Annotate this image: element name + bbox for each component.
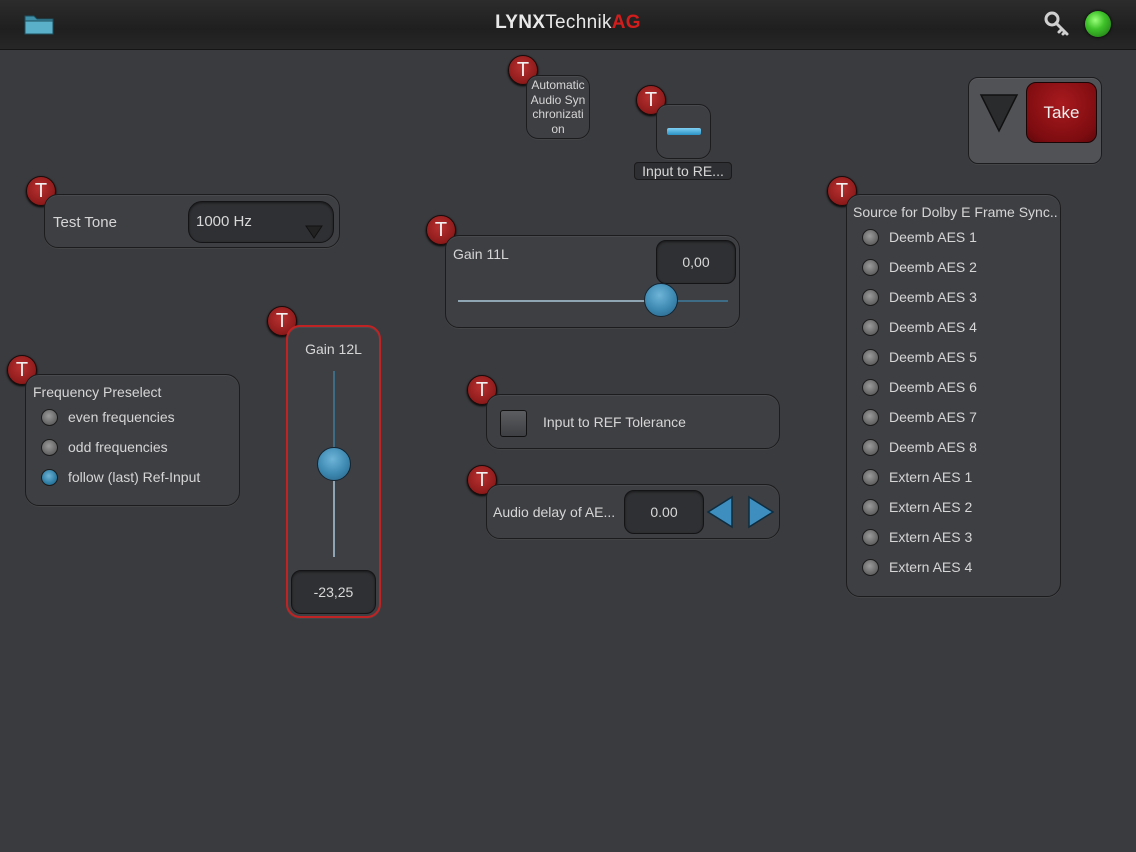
radio-button[interactable] [862,229,879,246]
gain-11l-value[interactable]: 0,00 [656,240,736,284]
radio-button[interactable] [41,469,58,486]
gain-12l-label: Gain 12L [305,341,362,357]
dolby-sync-label: Source for Dolby E Frame Sync... [853,204,1058,220]
radio-button[interactable] [862,469,879,486]
dolby-sync-panel: Source for Dolby E Frame Sync... Deemb A… [846,194,1061,597]
auto-sync-label: Automatic Audio Synchronization [530,78,586,136]
key-icon[interactable] [1044,11,1070,37]
gain-11l-slider-knob[interactable] [644,283,678,317]
decrement-arrow-icon[interactable] [706,495,734,534]
dolby-sync-option-label: Deemb AES 2 [889,259,977,275]
lynx-logo: LYNXTechnikAG [495,12,641,33]
ref-tolerance-checkbox[interactable] [500,410,527,437]
dolby-sync-option-label: Extern AES 4 [889,559,973,575]
radio-button[interactable] [862,529,879,546]
input-ref-label: Input to RE... [634,162,732,180]
take-panel: Take [968,77,1102,164]
radio-button[interactable] [862,259,879,276]
radio-button[interactable] [862,559,879,576]
dolby-sync-option-label: Deemb AES 3 [889,289,977,305]
test-tone-panel: Test Tone 1000 Hz [44,194,340,248]
test-tone-label: Test Tone [53,214,117,231]
folder-icon[interactable] [24,13,54,35]
radio-button[interactable] [41,439,58,456]
dolby-sync-option-label: Deemb AES 4 [889,319,977,335]
radio-button[interactable] [862,289,879,306]
gain-12l-slider-knob[interactable] [317,447,351,481]
frequency-option-label: follow (last) Ref-Input [68,469,201,485]
dolby-sync-option-label: Deemb AES 5 [889,349,977,365]
gain-11l-label: Gain 11L [453,246,509,262]
frequency-preselect-label: Frequency Preselect [33,384,162,400]
increment-arrow-icon[interactable] [747,495,775,534]
test-badge-icon[interactable]: T [508,55,538,85]
radio-button[interactable] [862,409,879,426]
gain-11l-slider-track[interactable] [458,283,728,317]
top-bar [0,0,1136,50]
dolby-sync-option-label: Extern AES 1 [889,469,973,485]
test-tone-value: 1000 Hz [196,213,252,230]
status-led-icon [1085,11,1111,37]
dolby-sync-option-label: Deemb AES 1 [889,229,977,245]
audio-delay-value[interactable]: 0.00 [624,490,704,534]
take-dropdown-icon[interactable] [979,92,1019,139]
radio-button[interactable] [862,349,879,366]
dolby-sync-option-label: Deemb AES 7 [889,409,977,425]
radio-button[interactable] [862,379,879,396]
dolby-sync-option-label: Deemb AES 6 [889,379,977,395]
gain-12l-panel: Gain 12L -23,25 [286,325,381,618]
gain-12l-slider-track[interactable] [317,371,351,557]
radio-button[interactable] [862,499,879,516]
dolby-sync-option-label: Extern AES 3 [889,529,973,545]
audio-delay-panel: Audio delay of AE... 0.00 [486,484,780,539]
radio-button[interactable] [862,439,879,456]
gain-11l-panel: Gain 11L 0,00 [445,235,740,328]
test-tone-select[interactable]: 1000 Hz [188,201,334,243]
ref-tolerance-panel: Input to REF Tolerance [486,394,780,449]
input-ref-toggle-button[interactable] [656,104,711,159]
toggle-indicator [667,128,701,135]
frequency-option-label: odd frequencies [68,439,168,455]
audio-delay-label: Audio delay of AE... [493,504,616,520]
test-badge-icon[interactable]: T [827,176,857,206]
frequency-preselect-panel: Frequency Preselect even frequencies odd… [25,374,240,506]
frequency-option-label: even frequencies [68,409,175,425]
auto-sync-button[interactable]: Automatic Audio Synchronization [526,75,590,139]
gain-12l-value[interactable]: -23,25 [291,570,376,614]
radio-button[interactable] [41,409,58,426]
radio-button[interactable] [862,319,879,336]
ref-tolerance-label: Input to REF Tolerance [543,414,686,430]
take-button[interactable]: Take [1026,82,1097,143]
dolby-sync-option-label: Extern AES 2 [889,499,973,515]
chevron-down-icon [305,215,323,255]
dolby-sync-option-label: Deemb AES 8 [889,439,977,455]
